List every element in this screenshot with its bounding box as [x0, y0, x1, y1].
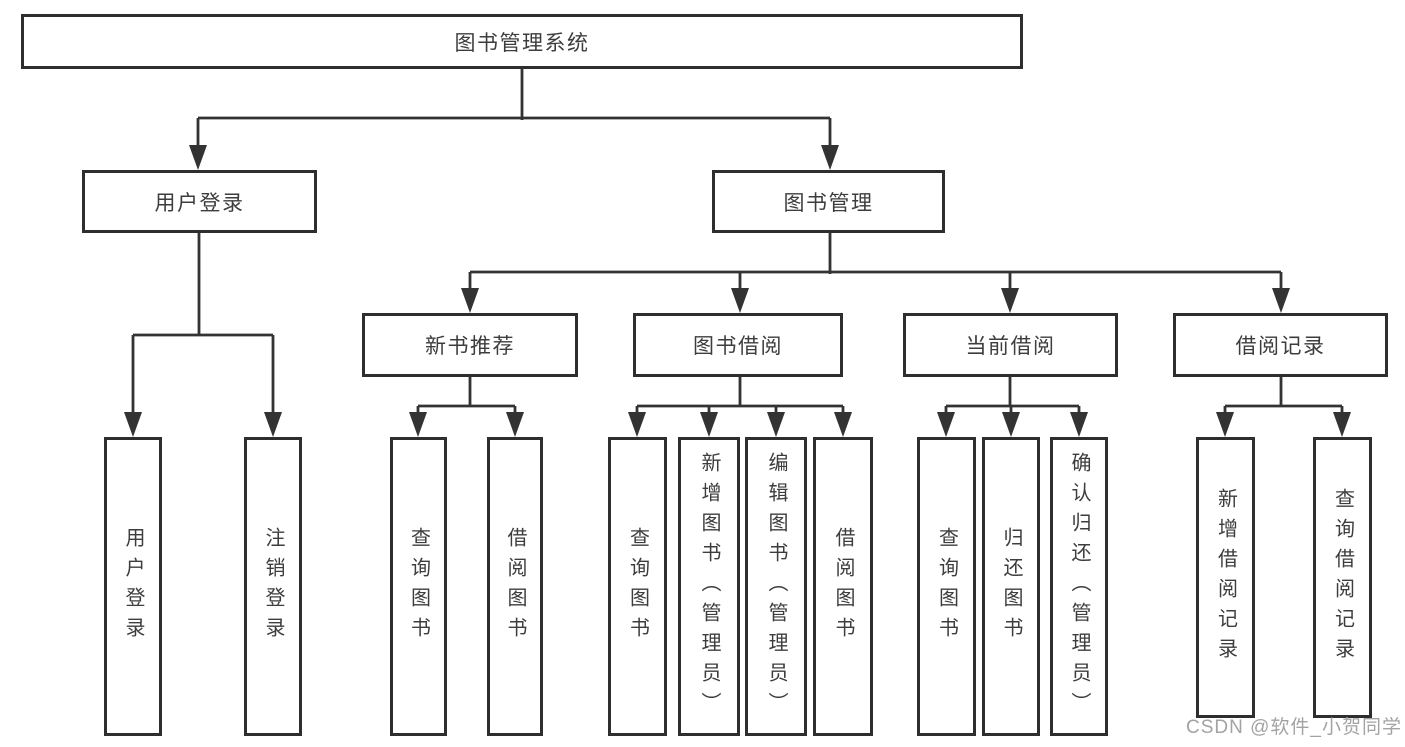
node-leaf-edit-books-admin: 编辑图书（管理员）	[745, 437, 807, 736]
node-current-borrowing: 当前借阅	[903, 313, 1118, 377]
node-leaf-query-books-recommend: 查询图书	[390, 437, 447, 736]
node-label: 查询借阅记录	[1331, 487, 1354, 668]
node-leaf-return-books: 归还图书	[982, 437, 1040, 736]
node-leaf-user-login: 用户登录	[104, 437, 162, 736]
node-label: 查询图书	[407, 526, 430, 647]
node-leaf-borrow-books: 借阅图书	[813, 437, 873, 736]
node-label: 新增图书（管理员）	[698, 451, 720, 722]
node-leaf-query-books-current: 查询图书	[917, 437, 976, 736]
node-label: 用户登录	[154, 191, 245, 215]
node-book-management: 图书管理	[712, 170, 945, 233]
node-leaf-add-borrow-record: 新增借阅记录	[1196, 437, 1255, 718]
node-leaf-confirm-return-admin: 确认归还（管理员）	[1050, 437, 1108, 736]
node-label: 查询图书	[626, 526, 649, 647]
node-label: 编辑图书（管理员）	[765, 451, 787, 722]
node-label: 图书借阅	[693, 335, 783, 358]
node-label: 新书推荐	[425, 335, 515, 358]
arrowheads	[124, 145, 1351, 437]
node-label: 确认归还（管理员）	[1068, 451, 1090, 722]
node-label: 查询图书	[935, 526, 958, 647]
node-user-login: 用户登录	[82, 170, 317, 233]
node-label: 用户登录	[122, 526, 144, 647]
node-leaf-query-books-borrowing: 查询图书	[608, 437, 667, 736]
node-label: 归还图书	[1000, 526, 1022, 647]
node-label: 当前借阅	[965, 335, 1056, 358]
node-borrowing-records: 借阅记录	[1173, 313, 1388, 377]
node-book-borrowing: 图书借阅	[633, 313, 843, 377]
node-label: 借阅记录	[1235, 335, 1326, 358]
node-leaf-add-books-admin: 新增图书（管理员）	[678, 437, 740, 736]
watermark: CSDN @软件_小贺同学	[1186, 717, 1402, 738]
node-label: 借阅图书	[504, 526, 526, 647]
node-label: 借阅图书	[832, 526, 854, 647]
node-label: 新增借阅记录	[1214, 487, 1237, 668]
node-leaf-borrow-books-recommend: 借阅图书	[487, 437, 543, 736]
node-new-book-recommend: 新书推荐	[362, 313, 578, 377]
node-label: 注销登录	[262, 526, 284, 647]
node-leaf-logout: 注销登录	[244, 437, 302, 736]
node-leaf-query-borrow-record: 查询借阅记录	[1313, 437, 1372, 718]
node-label: 图书管理	[783, 191, 874, 215]
node-library-management-system: 图书管理系统	[21, 14, 1023, 69]
node-label: 图书管理系统	[454, 31, 590, 55]
